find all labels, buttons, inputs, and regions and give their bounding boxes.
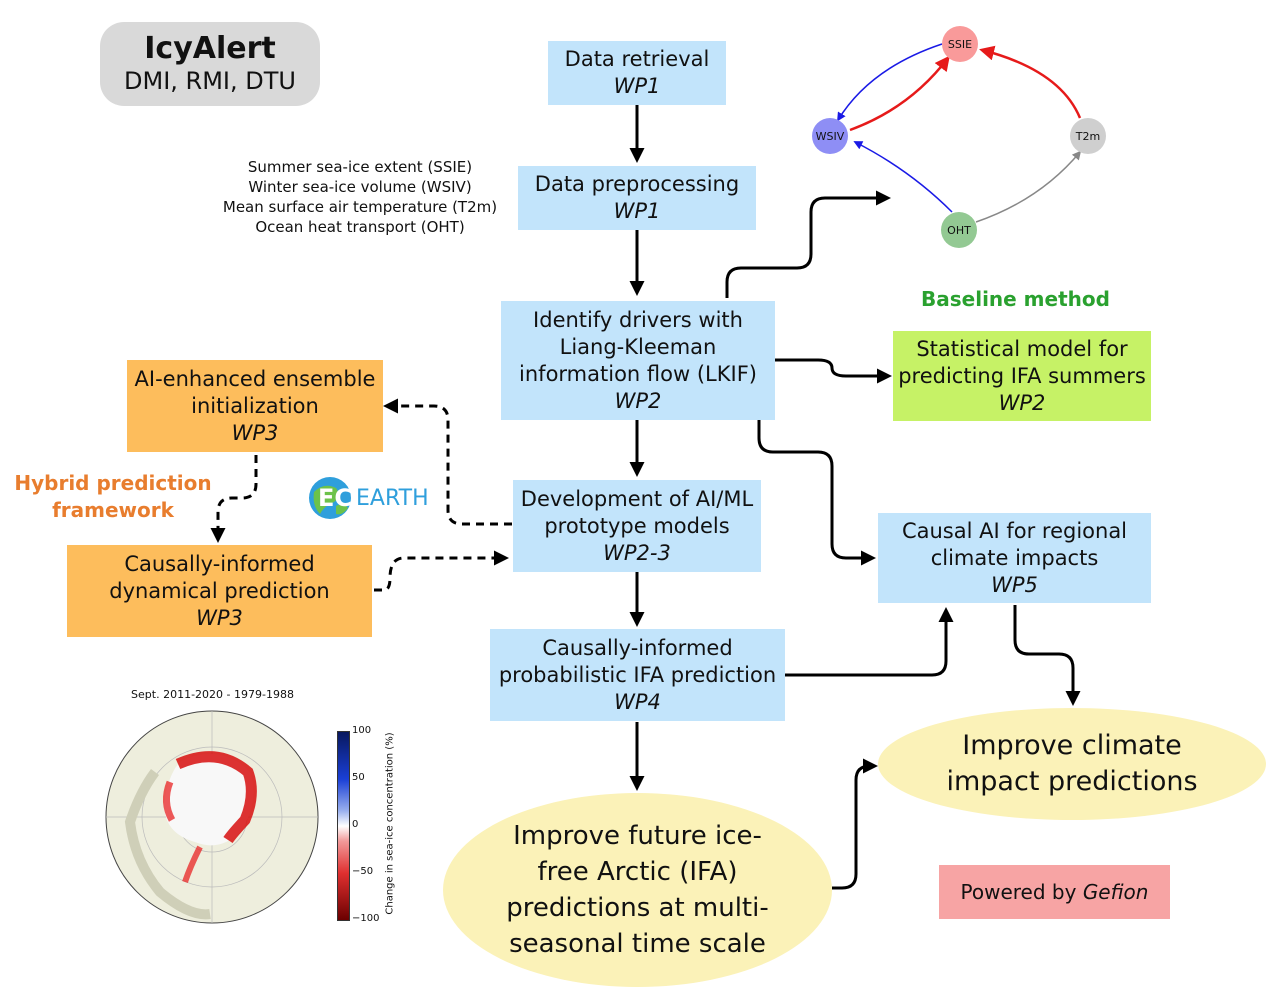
box-line: information flow (LKIF): [519, 361, 757, 386]
box-data-preprocessing: Data preprocessing WP1: [518, 166, 756, 230]
edge-ssie-to-wsiv: [837, 43, 943, 122]
box-line: AI-enhanced ensemble: [134, 366, 376, 391]
box-title: Data retrieval: [564, 47, 710, 71]
colorbar: [337, 731, 350, 921]
powered-by-badge: Powered by Gefion: [939, 865, 1170, 919]
graph-node-t2m: T2m: [1070, 118, 1106, 154]
hybrid-framework-label: Hybrid prediction framework: [8, 470, 218, 524]
ec-earth-suffix: EARTH: [356, 486, 429, 511]
box-line: dynamical prediction: [109, 578, 330, 603]
variable-item: Winter sea-ice volume (WSIV): [248, 178, 472, 196]
box-identify-drivers: Identify drivers with Liang-Kleeman info…: [501, 301, 775, 420]
box-wp: WP5: [991, 572, 1038, 597]
powered-by-prefix: Powered by: [960, 879, 1077, 904]
arrow-drivers-to-statistical: [775, 358, 892, 384]
map-title: Sept. 2011-2020 - 1979-1988: [131, 688, 294, 701]
box-line: Causally-informed: [542, 635, 733, 660]
box-wp: WP2: [998, 390, 1046, 415]
box-line: Development of AI/ML: [520, 486, 754, 511]
box-line: prototype models: [544, 513, 730, 538]
arrow-ifa-to-causal-ai: [785, 607, 954, 677]
box-title: Data preprocessing: [534, 172, 740, 196]
polar-map: [105, 710, 319, 924]
box-ai-ensemble-initialization: AI-enhanced ensemble initialization WP3: [127, 360, 383, 452]
box-line: predicting IFA summers: [898, 363, 1146, 388]
variables-list: Summer sea-ice extent (SSIE) Winter sea-…: [200, 157, 520, 237]
box-development-ai: Development of AI/ML prototype models WP…: [513, 480, 761, 572]
colorbar-tick: 50: [352, 772, 365, 783]
globe-icon: [309, 477, 351, 519]
edge-oht-to-t2m: [975, 150, 1082, 223]
project-badge: IcyAlert DMI, RMI, DTU: [100, 22, 320, 106]
box-wp: WP3: [231, 420, 279, 445]
box-statistical-model: Statistical model for predicting IFA sum…: [893, 331, 1151, 421]
powered-by-name: Gefion: [1082, 879, 1149, 904]
box-line: probabilistic IFA prediction: [498, 662, 777, 687]
edge-oht-to-wsiv: [853, 141, 953, 213]
box-line: Causally-informed: [124, 551, 315, 576]
variable-item: Summer sea-ice extent (SSIE): [247, 158, 473, 176]
box-line: initialization: [191, 393, 319, 418]
colorbar-tick: 0: [352, 819, 359, 830]
box-line: climate impacts: [930, 545, 1099, 570]
outcome-ifa-predictions: Improve future ice- free Arctic (IFA) pr…: [443, 793, 832, 987]
dashed-ensemble-to-dynamical: [210, 455, 258, 543]
project-title: IcyAlert: [144, 31, 276, 66]
label-line: Hybrid prediction: [14, 471, 212, 495]
box-wp: WP2-3: [603, 540, 671, 565]
project-partners: DMI, RMI, DTU: [124, 67, 296, 95]
dashed-dynamical-to-development: [374, 550, 509, 592]
edge-t2m-to-ssie: [979, 45, 1082, 119]
ec-earth-logo: EC EARTH: [306, 472, 436, 522]
node-label: T2m: [1075, 129, 1101, 143]
box-wp: WP1: [613, 199, 661, 223]
box-wp: WP3: [196, 605, 243, 630]
box-data-retrieval: Data retrieval WP1: [548, 41, 726, 105]
colorbar-tick: 100: [352, 725, 372, 736]
outcome-line: free Arctic (IFA): [537, 857, 738, 887]
node-label: SSIE: [947, 37, 973, 51]
edge-wsiv-to-ssie: [849, 55, 950, 132]
box-line: Statistical model for: [916, 336, 1128, 361]
colorbar-label: Change in sea-ice concentration (%): [384, 732, 396, 915]
arrow-drivers-to-causal-ai: [757, 420, 876, 566]
graph-node-ssie: SSIE: [942, 26, 978, 62]
box-line: Identify drivers with: [533, 307, 743, 332]
label-line: framework: [52, 498, 174, 522]
outcome-line: Improve future ice-: [513, 821, 762, 851]
graph-node-oht: OHT: [941, 212, 977, 248]
graph-node-wsiv: WSIV: [812, 118, 848, 154]
outcome-line: predictions at multi-: [506, 893, 769, 923]
variable-item: Ocean heat transport (OHT): [255, 218, 465, 236]
box-causal-ifa-prediction: Causally-informed probabilistic IFA pred…: [490, 629, 785, 721]
outcome-line: Improve climate: [962, 730, 1182, 761]
variable-item: Mean surface air temperature (T2m): [222, 198, 498, 216]
box-causal-ai-regional: Causal AI for regional climate impacts W…: [878, 513, 1151, 603]
box-causal-dynamical-prediction: Causally-informed dynamical prediction W…: [67, 545, 372, 637]
colorbar-tick: −100: [352, 913, 380, 924]
arrow-ifa-outcome-to-climate: [832, 758, 878, 890]
outcome-line: seasonal time scale: [509, 929, 766, 959]
outcome-climate-impact: Improve climate impact predictions: [878, 708, 1266, 820]
box-wp: WP4: [614, 689, 661, 714]
node-label: OHT: [947, 223, 971, 237]
box-line: Liang-Kleeman: [559, 334, 717, 359]
sea-ice-map-figure: Sept. 2011-2020 - 1979-1988 100 50 0 −50…: [100, 686, 410, 931]
box-line: Causal AI for regional: [901, 518, 1128, 543]
baseline-method-label: Baseline method: [921, 287, 1110, 311]
colorbar-tick: −50: [352, 866, 374, 877]
box-wp: WP2: [614, 388, 662, 413]
node-label: WSIV: [815, 129, 845, 143]
arrow-causal-ai-to-climate: [1013, 605, 1081, 706]
outcome-line: impact predictions: [946, 766, 1198, 797]
box-wp: WP1: [613, 74, 661, 98]
ec-earth-prefix: EC: [318, 484, 353, 512]
